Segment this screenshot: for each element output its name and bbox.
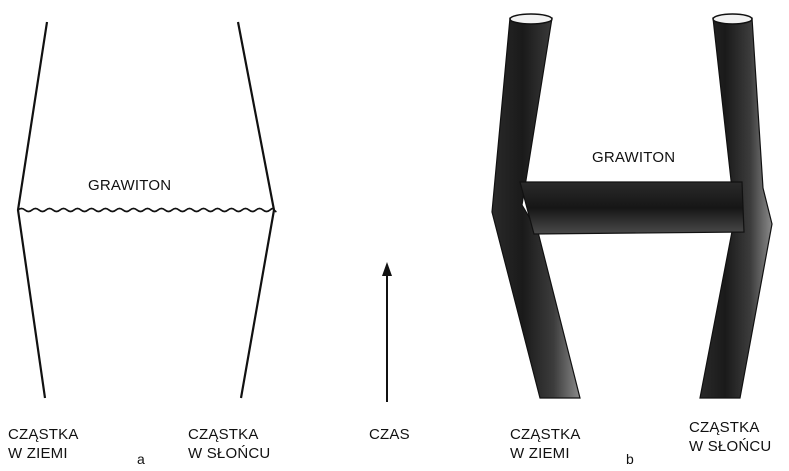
particle-sun-label-b: CZĄSTKA W SŁOŃCU (689, 418, 771, 456)
graviton-wave-a (17, 207, 277, 213)
time-arrow (382, 262, 392, 402)
particle-sun-label-b-line2: W SŁOŃCU (689, 438, 772, 455)
sun-tube-opening-b (712, 13, 753, 25)
particle-earth-label-b: CZĄSTKA W ZIEMI (510, 425, 581, 463)
time-label: CZAS (369, 426, 410, 443)
particle-earth-label-b-line2: W ZIEMI (510, 445, 570, 462)
particle-earth-label-a-line2: W ZIEMI (8, 445, 68, 462)
earth-particle-worldtube-b (491, 17, 581, 399)
graviton-label-b: GRAWITON (592, 149, 676, 166)
arrow-head-icon (382, 262, 392, 276)
panel-b (491, 13, 773, 399)
particle-sun-label-a-line1: CZĄSTKA (188, 426, 259, 443)
panel-tag-b: b (626, 451, 634, 467)
particle-sun-label-a: CZĄSTKA W SŁOŃCU (188, 425, 270, 463)
graviton-label-a: GRAWITON (88, 177, 172, 194)
panel-a (16, 21, 277, 399)
particle-earth-label-a: CZĄSTKA W ZIEMI (8, 425, 79, 463)
particle-sun-label-b-line1: CZĄSTKA (689, 419, 760, 436)
earth-tube-opening-b (509, 13, 553, 25)
particle-earth-label-a-line1: CZĄSTKA (8, 426, 79, 443)
particle-sun-label-a-line2: W SŁOŃCU (188, 445, 271, 462)
panel-tag-a: a (137, 451, 145, 467)
particle-earth-label-b-line1: CZĄSTKA (510, 426, 581, 443)
graviton-worldtube-b (519, 181, 745, 235)
